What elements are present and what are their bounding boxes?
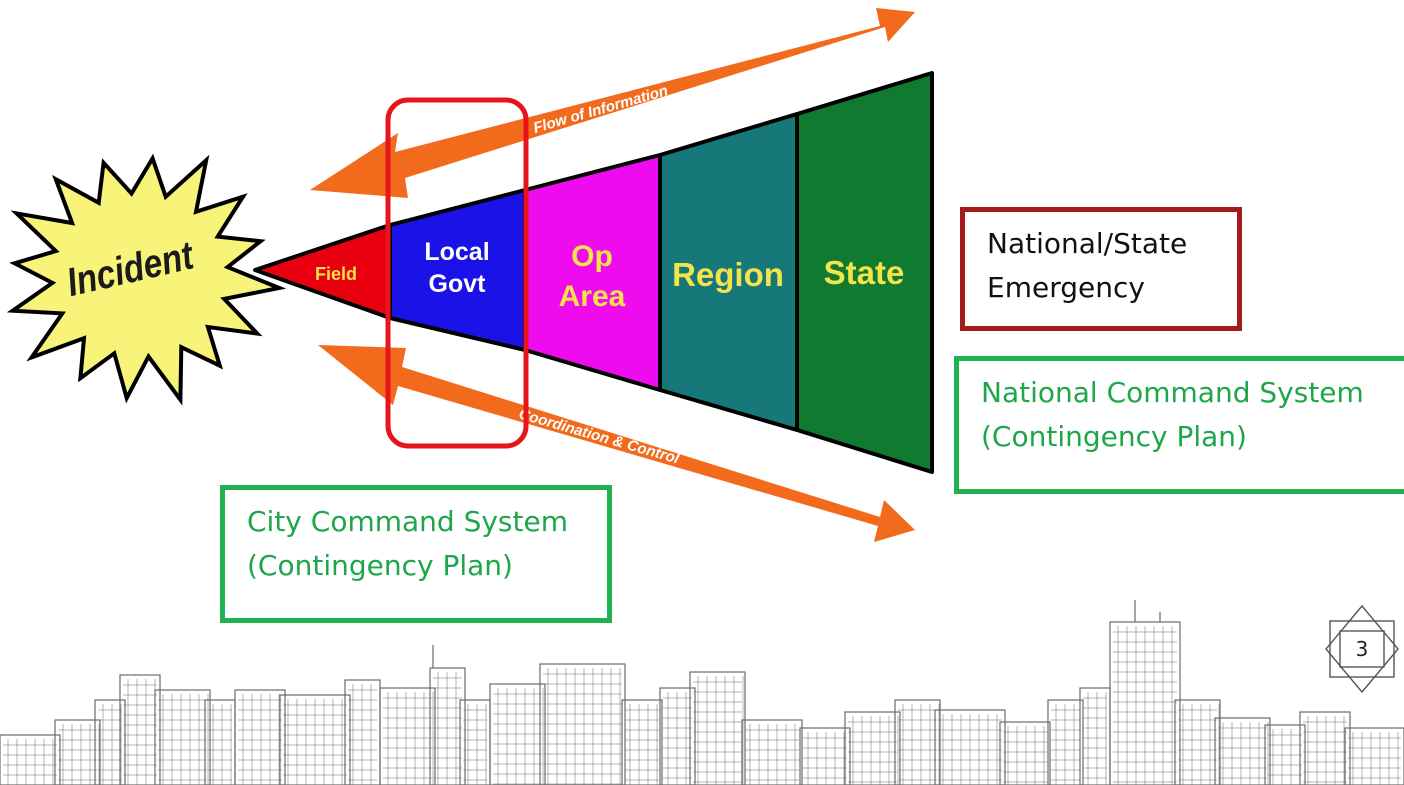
city-command-line1: City Command System xyxy=(247,505,569,538)
segment-op-area-label-line1: Op xyxy=(571,240,613,273)
incident-burst-shape xyxy=(6,153,287,406)
segment-local-govt-label-line1: Local xyxy=(424,238,489,266)
segment-region-label: Region xyxy=(672,256,784,293)
national-state-line2: Emergency xyxy=(987,271,1145,304)
segment-local-govt-label-line2: Govt xyxy=(429,270,487,298)
city-command-system-box: City Command System (Contingency Plan) xyxy=(220,485,612,623)
city-command-line2: (Contingency Plan) xyxy=(247,549,513,582)
national-state-emergency-box: National/State Emergency xyxy=(960,207,1242,331)
segment-op-area-label-line2: Area xyxy=(559,280,626,313)
incident-starburst: Incident xyxy=(6,153,287,406)
national-command-line2: (Contingency Plan) xyxy=(981,420,1247,453)
segment-state xyxy=(795,71,934,474)
segment-state-label: State xyxy=(824,254,905,291)
local-govt-highlight xyxy=(385,97,529,449)
national-command-line1: National Command System xyxy=(981,376,1364,409)
flow-of-information-label: Flow of Information xyxy=(531,82,669,137)
page-number-badge xyxy=(1325,604,1399,694)
coordination-control-label: Coordination & Control xyxy=(517,406,682,468)
city-skyline-illustration xyxy=(0,600,1404,785)
national-state-line1: National/State xyxy=(987,227,1188,260)
command-funnel: Field Local Govt Op Area Region State xyxy=(253,71,934,474)
national-command-system-box: National Command System (Contingency Pla… xyxy=(954,356,1404,494)
page-number: 3 xyxy=(1355,637,1369,661)
segment-field-label: Field xyxy=(315,264,357,284)
